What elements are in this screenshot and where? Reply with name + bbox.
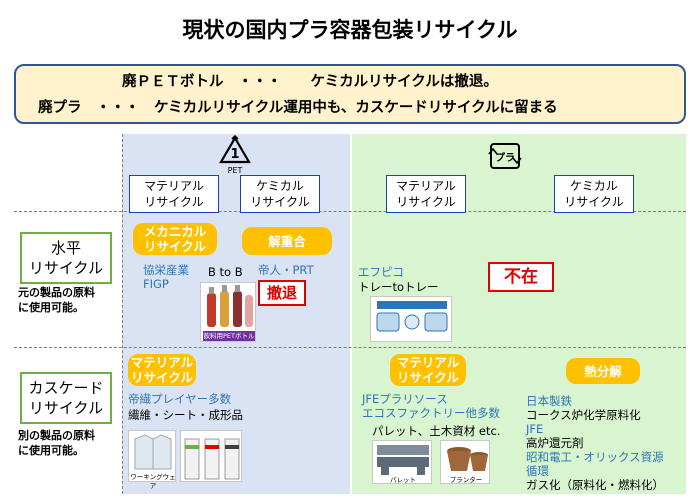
absent-badge: 不在 [488,262,554,292]
pill-depolymerization: 解重合 [242,227,332,255]
pet-bottle-caption: 飲料用PETボトル [203,331,255,341]
banner-line-pet: 廃ＰＥＴボトル ・・・ ケミカルリサイクルは撤退。 [122,74,498,90]
pet-chemical-company: 帝人・PRT [258,263,314,277]
pla-recycle-icon: プラ [488,140,522,172]
header-pla-chemical: ケミカル リサイクル [554,175,634,213]
pla-cascade-products: パレット、土木資材 etc. [372,424,501,438]
banner-line-pla: 廃プラ ・・・ ケミカルリサイクル運用中も、カスケードリサイクルに留まる [38,100,558,116]
pet-mechanical-companies: 協栄産業 FIGP [143,263,189,291]
workwear-caption: ワーキングウェア [130,473,176,490]
pet-cascade-products: 繊維・シート・成形品 [128,408,243,422]
pallet-caption: パレット [390,476,416,484]
showa-denko-name: 昭和電工・オリックス資源 循環 [526,450,664,478]
row-divider [14,211,686,212]
pet-recycle-icon: 1 PET [215,134,255,176]
row-note-cascade: 別の製品の原料 に使用可能。 [18,429,95,457]
pill-pyrolysis: 熱分解 [566,358,640,384]
pet-symbol-number: 1 [230,147,239,162]
showa-denko-desc: ガス化（原料化・燃料化） [526,478,664,492]
pallet-image: パレット [372,440,432,484]
row-label-cascade: カスケード リサイクル [20,372,112,424]
jfe-name: JFE [526,422,544,436]
pet-symbol-text: PET [228,166,243,175]
b-to-b-label: B to B [208,265,243,279]
pill-pet-material-recycle: マテリアル リサイクル [128,354,196,386]
header-pet-material: マテリアル リサイクル [129,175,219,213]
row-label-horizontal: 水平 リサイクル [20,232,112,284]
page-title: 現状の国内プラ容器包装リサイクル [182,18,518,42]
withdrawn-badge: 撤退 [258,280,306,306]
planter-caption: プランター [449,476,483,484]
bins-image [180,430,242,482]
tray-image [370,296,452,342]
pla-horizontal-company: エフピコ [358,265,404,279]
pill-pla-material-recycle: マテリアル リサイクル [390,354,466,386]
planter-image: プランター [440,440,490,484]
pla-cascade-companies: JFEプラリソース エコスファクトリー他多数 [362,392,500,420]
nippon-steel-desc: コークス炉化学原料化 [526,408,641,422]
row-divider [14,347,686,348]
row-note-horizontal: 元の製品の原料 に使用可能。 [18,286,95,314]
pill-mechanical-recycle: メカニカル リサイクル [133,223,217,255]
pla-symbol-text: プラ [495,151,515,164]
header-pet-chemical: ケミカル リサイクル [240,175,320,213]
pla-horizontal-product: トレーtoトレー [358,280,439,294]
pet-bottles-image: 飲料用PETボトル [200,282,256,342]
header-pla-material: マテリアル リサイクル [386,175,466,213]
jfe-desc: 高炉還元剤 [526,436,584,450]
column-divider [122,134,123,494]
nippon-steel-name: 日本製鉄 [526,394,572,408]
pet-cascade-companies: 帝繊プレイヤー多数 [128,392,232,406]
workwear-image: ワーキングウェア [128,430,176,490]
summary-banner: 廃ＰＥＴボトル ・・・ ケミカルリサイクルは撤退。 廃プラ ・・・ ケミカルリサ… [14,64,686,124]
